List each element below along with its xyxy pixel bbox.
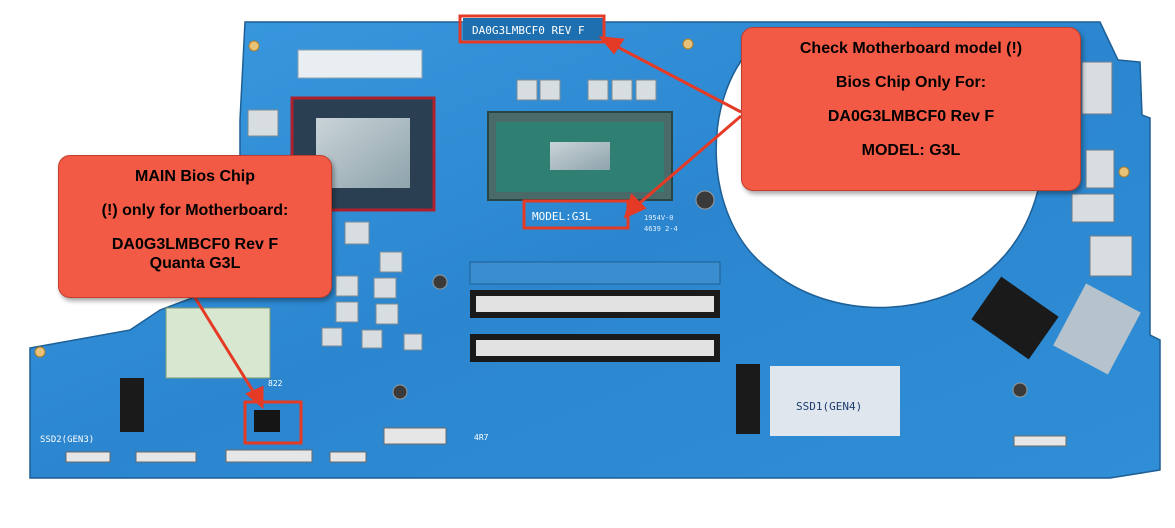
model-check-callout: Check Motherboard model (!) Bios Chip On… [741,27,1081,191]
shield-tape [1053,283,1141,375]
callout-right-line3: DA0G3LMBCF0 Rev F [827,108,995,125]
inductor-row [247,79,657,351]
cpu-die [550,142,610,170]
silk-822: 822 [268,379,283,388]
highlight-bios-chip [243,400,303,445]
model-marking-label: MODEL:G3L [532,210,592,223]
pcb-code-1: 1954V-0 [644,214,674,222]
callout-right-line1: Check Motherboard model (!) [799,40,1023,57]
highlight-top-connector [458,14,606,44]
mounting-holes [34,38,1130,358]
ribbon-connector [971,276,1059,360]
m2-slot-left [120,378,144,432]
top-shield [297,49,423,79]
pcb-code-2: 4639 2-4 [644,225,678,233]
arrow-to-model-marking [623,114,742,219]
wifi-card [165,307,271,379]
callout-left-line2: (!) only for Motherboard: [101,202,289,219]
arrow-to-top-connector [598,36,742,114]
bottom-connectors [65,427,1067,463]
bios-chip [254,410,280,432]
callout-left-line4: Quanta G3L [149,255,241,272]
bios-chip-callout: MAIN Bios Chip (!) only for Motherboard:… [58,155,332,298]
callout-left-line1: MAIN Bios Chip [135,168,255,185]
io-ports [1071,61,1133,277]
ssd2-label: SSD2(GEN3) [40,435,94,445]
ssd1-area [770,366,900,436]
callout-right-line4: MODEL: G3L [861,142,961,159]
ram-slots [469,261,721,362]
top-connector-label: DA0G3LMBCF0 REV F [472,24,585,37]
capacitor-group [392,190,1028,400]
arrow-to-bios-chip [192,295,264,410]
m2-slot-right [736,364,760,434]
callout-left-line3: DA0G3LMBCF0 Rev F [111,236,279,253]
callout-right-line2: Bios Chip Only For: [835,74,987,91]
silk-4r7: 4R7 [474,433,489,442]
ssd1-label: SSD1(GEN4) [796,400,862,413]
top-connector [463,18,603,40]
